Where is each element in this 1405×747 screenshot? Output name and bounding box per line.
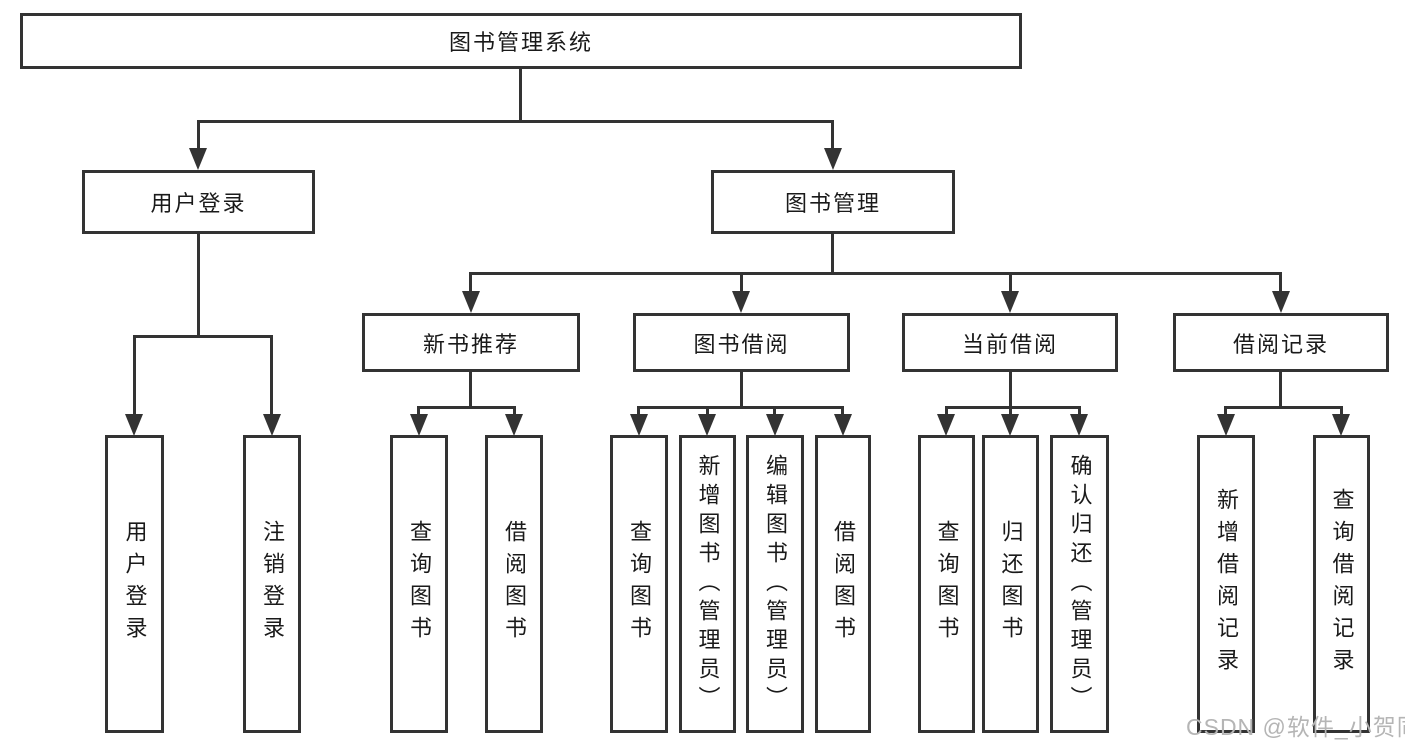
arrowhead-to-rec	[462, 291, 480, 313]
connector-to-mgmt	[831, 120, 834, 158]
node-current: 当前借阅	[902, 313, 1118, 372]
node-root-label: 图书管理系统	[448, 30, 593, 55]
arrowhead-to-records-add	[1217, 414, 1235, 436]
node-records-label: 借阅记录	[1232, 331, 1329, 357]
node-records-add: 新增借阅记录	[1197, 435, 1255, 733]
node-login-branch: 用户登录	[82, 170, 315, 234]
arrowhead-to-records-query	[1332, 414, 1350, 436]
node-rec-borrow-label: 借阅图书	[502, 520, 527, 648]
arrowhead-to-mgmt	[824, 148, 842, 170]
arrowhead-to-rec-borrow	[505, 414, 523, 436]
connector-root-stub	[519, 69, 522, 122]
node-current-return-label: 归还图书	[998, 520, 1024, 648]
connector-to-records	[1279, 272, 1282, 300]
arrowhead-to-borrow-add	[698, 414, 716, 436]
node-rec-query-label: 查询图书	[407, 520, 432, 648]
node-current-confirm: 确认归还（管理员）	[1050, 435, 1109, 733]
node-rec-query: 查询图书	[390, 435, 448, 733]
node-records-query: 查询借阅记录	[1313, 435, 1370, 733]
csdn-watermark: CSDN @软件_小贺同学	[1186, 714, 1405, 740]
node-borrow-lend: 借阅图书	[815, 435, 871, 733]
arrowhead-to-logout	[263, 414, 281, 436]
connector-borrow-stub	[740, 372, 743, 409]
connector-to-current	[1009, 272, 1012, 300]
node-current-query: 查询图书	[918, 435, 975, 733]
connector-records-stub	[1279, 372, 1282, 409]
arrowhead-to-current-return	[1001, 414, 1019, 436]
node-user-login-label: 用户登录	[122, 520, 148, 648]
node-borrow-query-label: 查询图书	[627, 520, 652, 648]
node-borrow-edit: 编辑图书（管理员）	[746, 435, 804, 733]
node-current-query-label: 查询图书	[934, 520, 960, 648]
arrowhead-to-records	[1272, 291, 1290, 313]
node-mgmt-label: 图书管理	[784, 191, 881, 216]
arrowhead-to-current-query	[937, 414, 955, 436]
arrowhead-to-borrow-query	[630, 414, 648, 436]
connector-current-horizontal	[945, 406, 1081, 409]
arrowhead-to-current	[1001, 291, 1019, 313]
node-borrow-edit-label: 编辑图书（管理员）	[763, 453, 788, 715]
connector-rec-horizontal	[417, 406, 516, 409]
node-borrow-lend-label: 借阅图书	[831, 520, 856, 648]
node-current-return: 归还图书	[982, 435, 1039, 733]
connector-login-horizontal	[133, 335, 273, 338]
arrowhead-to-current-confirm	[1070, 414, 1088, 436]
node-user-login: 用户登录	[105, 435, 164, 733]
node-mgmt-branch: 图书管理	[711, 170, 955, 234]
connector-mgmt-stub	[831, 234, 834, 275]
node-borrow-add-label: 新增图书（管理员）	[695, 453, 721, 715]
node-rec: 新书推荐	[362, 313, 580, 372]
connector-records-horizontal	[1224, 406, 1343, 409]
connector-root-horizontal	[197, 120, 834, 123]
node-records-add-label: 新增借阅记录	[1214, 488, 1239, 680]
node-current-confirm-label: 确认归还（管理员）	[1067, 453, 1093, 715]
connector-to-borrow	[740, 272, 743, 300]
node-current-label: 当前借阅	[961, 331, 1058, 357]
connector-to-login	[197, 120, 200, 158]
node-records-query-label: 查询借阅记录	[1329, 488, 1355, 680]
node-borrow: 图书借阅	[633, 313, 850, 372]
connector-rec-stub	[469, 372, 472, 409]
connector-to-logout	[270, 335, 273, 423]
arrowhead-to-user-login	[125, 414, 143, 436]
node-borrow-label: 图书借阅	[693, 331, 790, 357]
connector-borrow-horizontal	[637, 406, 844, 409]
node-root: 图书管理系统	[20, 13, 1022, 69]
connector-login-stub	[197, 234, 200, 337]
connector-to-rec	[469, 272, 472, 300]
node-logout-label: 注销登录	[260, 520, 285, 648]
node-rec-borrow: 借阅图书	[485, 435, 543, 733]
connector-to-user-login	[133, 335, 136, 423]
arrowhead-to-login	[189, 148, 207, 170]
node-borrow-query: 查询图书	[610, 435, 668, 733]
arrowhead-to-rec-query	[410, 414, 428, 436]
connector-current-stub	[1009, 372, 1012, 409]
node-logout: 注销登录	[243, 435, 301, 733]
node-borrow-add: 新增图书（管理员）	[679, 435, 736, 733]
node-records: 借阅记录	[1173, 313, 1389, 372]
connector-mgmt-horizontal	[469, 272, 1282, 275]
node-rec-label: 新书推荐	[422, 331, 519, 357]
arrowhead-to-borrow-edit	[766, 414, 784, 436]
node-login-label: 用户登录	[150, 191, 247, 216]
arrowhead-to-borrow	[732, 291, 750, 313]
arrowhead-to-borrow-lend	[834, 414, 852, 436]
